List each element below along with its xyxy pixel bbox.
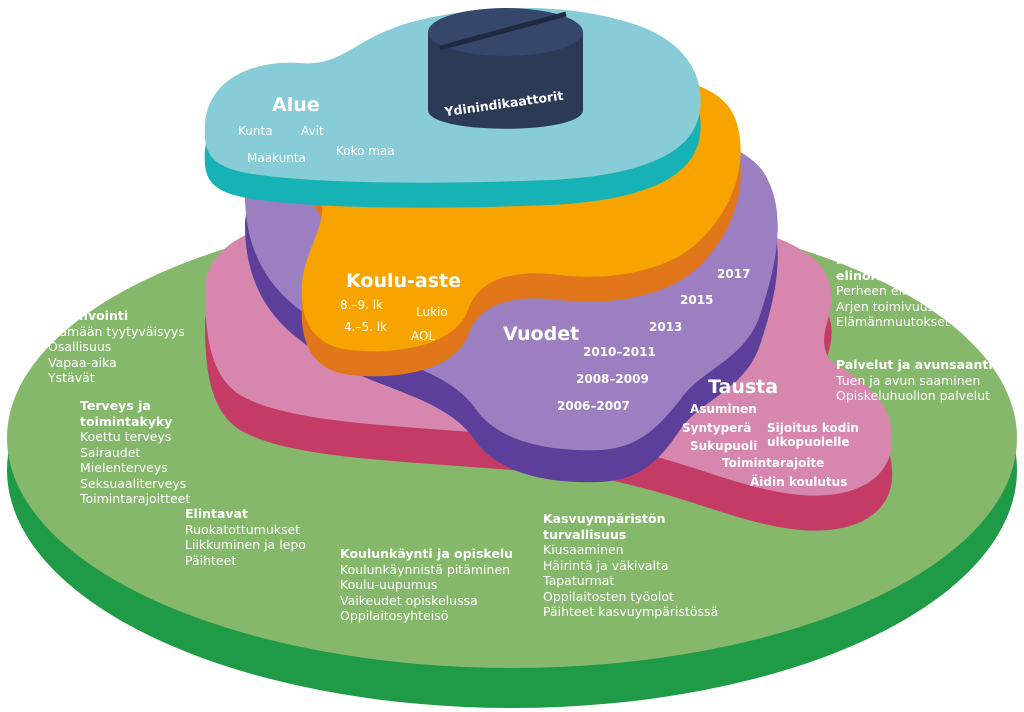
vuodet-title: Vuodet [503,323,580,345]
koulu-title: Koulu-aste [346,270,461,292]
tausta-item-asuminen: Asuminen [690,402,757,416]
group-terveys-title: Terveys ja toimintakyky [80,398,173,429]
alue-title: Alue [272,94,320,116]
group-item: Elämään tyytyväisyys [48,323,185,339]
group-item: Elämänmuutokset [836,314,950,329]
group-terveys: Terveys ja toimintakyky Koettu terveys S… [80,398,190,507]
core-cylinder-body [428,32,583,129]
tausta-item-aidin-koulutus: Äidin koulutus [750,475,848,489]
group-item: Vaikeudet opiskelussa [340,592,478,608]
group-perhe: Perhe ja elinolot Perheen elintaso Arjen… [836,252,950,330]
year-2017: 2017 [717,267,751,281]
year-2015: 2015 [680,293,714,307]
group-item: Tuen ja avun saaminen [836,372,981,388]
group-hyvinvointi: Hyvinvointi Elämään tyytyväisyys Osallis… [48,308,185,386]
group-item: Mielenterveys [80,460,168,475]
koulu-item-8-9: 8.–9. lk [340,298,383,312]
group-kasvuymparisto-title: Kasvuympäristön turvallisuus [543,511,666,542]
year-2010-2011: 2010–2011 [583,345,656,359]
core-cylinder-groove [439,11,567,51]
group-item: Toimintarajoitteet [80,491,191,506]
group-item: Ystävät [48,370,95,385]
tausta-title: Tausta [708,376,779,398]
group-elintavat: Elintavat Ruokatottumukset Liikkuminen j… [185,506,306,568]
koulu-item-aol: AOL [411,329,436,343]
group-item: Osallisuus [48,339,112,354]
group-hyvinvointi-title: Hyvinvointi [48,308,129,323]
tausta-item-syntypera: Syntyperä [682,421,752,435]
group-item: Koettu terveys [80,429,172,444]
year-2008-2009: 2008–2009 [576,372,649,386]
group-item: Seksuaaliterveys [80,475,187,491]
group-palvelut-title: Palvelut ja avunsaanti [836,357,993,372]
group-item: Liikkuminen ja lepo [185,537,306,552]
year-2006-2007: 2006–2007 [557,399,630,413]
group-item: Sairaudet [80,444,141,460]
group-item: Kiusaaminen [543,542,624,557]
group-item: Opiskeluhuollon palvelut [836,388,991,403]
group-item: Arjen toimivuus [836,298,935,314]
group-item: Perheen elintaso [836,283,941,298]
group-item: Päihteet kasvuympäristössä [543,604,719,619]
group-item: Ruokatottumukset [185,521,301,537]
alue-item-koko-maa: Koko maa [336,144,395,158]
year-2013: 2013 [649,320,683,334]
group-palvelut: Palvelut ja avunsaanti Tuen ja avun saam… [836,357,993,404]
tausta-item-sijoitus: Sijoitus kodin ulkopuolelle [767,421,859,449]
group-item: Koulunkäynnistä pitäminen [340,561,511,577]
koulu-item-4-5: 4.–5. lk [344,320,387,334]
group-item: Oppilaitosyhteisö [340,608,449,623]
group-item: Tapaturmat [543,573,615,588]
tausta-item-sukupuoli: Sukupuoli [690,439,758,453]
group-koulunkaynti-title: Koulunkäynti ja opiskelu [340,546,514,561]
group-koulunkaynti: Koulunkäynti ja opiskelu Koulunkäynnistä… [340,546,513,624]
tausta-item-toimintarajoite: Toimintarajoite [722,456,825,470]
alue-item-avit: Avit [301,124,324,138]
group-item: Päihteet [185,552,237,568]
group-kasvuymparisto: Kasvuympäristön turvallisuus Kiusaaminen… [543,511,718,620]
group-item: Koulu-uupumus [340,577,438,592]
alue-item-kunta: Kunta [238,124,273,138]
group-item: Vapaa-aika [48,354,117,370]
group-elintavat-title: Elintavat [185,506,248,521]
koulu-item-lukio: Lukio [416,305,448,319]
group-perhe-title: Perhe ja elinolot [836,252,895,283]
alue-item-maakunta: Maakunta [247,151,306,165]
group-item: Häirintä ja väkivalta [543,557,669,573]
group-item: Oppilaitosten työolot [543,588,674,604]
